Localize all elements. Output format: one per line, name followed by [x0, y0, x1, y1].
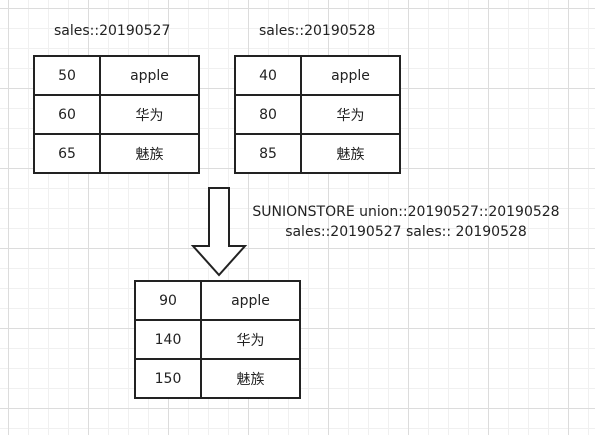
table-row: 60 华为 [33, 94, 200, 135]
score-cell: 85 [234, 133, 302, 174]
set-title-20190528: sales::20190528 [259, 23, 376, 39]
table-row: 50 apple [33, 55, 200, 96]
member-cell: apple [200, 280, 301, 321]
score-cell: 140 [134, 319, 202, 360]
member-cell: 华为 [200, 319, 301, 360]
down-arrow-icon [190, 187, 248, 277]
command-line-2: sales::20190527 sales:: 20190528 [285, 224, 527, 240]
score-cell: 60 [33, 94, 101, 135]
score-cell: 90 [134, 280, 202, 321]
score-cell: 150 [134, 358, 202, 399]
member-cell: 魅族 [200, 358, 301, 399]
command-line-1: SUNIONSTORE union::20190527::20190528 [252, 204, 560, 220]
member-cell: 华为 [300, 94, 401, 135]
table-row: 65 魅族 [33, 133, 200, 174]
table-row: 80 华为 [234, 94, 401, 135]
table-row: 150 魅族 [134, 358, 301, 399]
member-cell: 华为 [99, 94, 200, 135]
score-cell: 50 [33, 55, 101, 96]
result-set-table: 90 apple 140 华为 150 魅族 [134, 280, 301, 399]
command-text: SUNIONSTORE union::20190527::20190528 sa… [238, 202, 574, 242]
member-cell: 魅族 [300, 133, 401, 174]
table-row: 85 魅族 [234, 133, 401, 174]
set-title-20190527: sales::20190527 [54, 23, 171, 39]
member-cell: apple [300, 55, 401, 96]
score-cell: 65 [33, 133, 101, 174]
set-table-20190527: 50 apple 60 华为 65 魅族 [33, 55, 200, 174]
score-cell: 80 [234, 94, 302, 135]
table-row: 140 华为 [134, 319, 301, 360]
member-cell: apple [99, 55, 200, 96]
table-row: 40 apple [234, 55, 401, 96]
table-row: 90 apple [134, 280, 301, 321]
set-table-20190528: 40 apple 80 华为 85 魅族 [234, 55, 401, 174]
member-cell: 魅族 [99, 133, 200, 174]
score-cell: 40 [234, 55, 302, 96]
